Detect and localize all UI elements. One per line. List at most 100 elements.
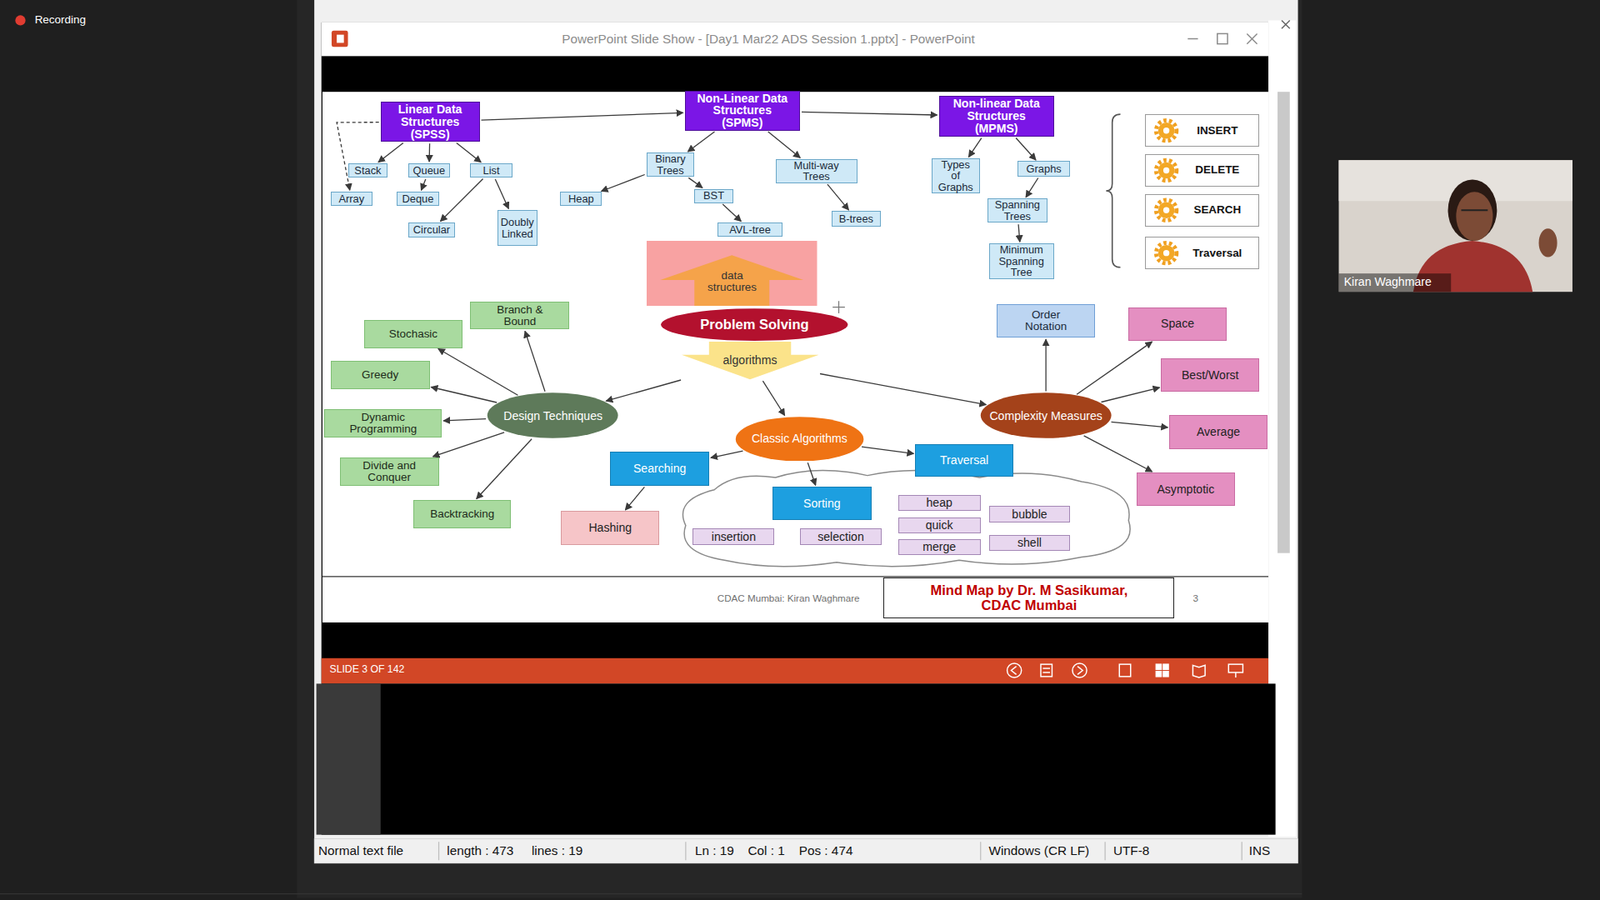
slideshow-icons bbox=[1077, 666, 1083, 675]
slideshow-icons bbox=[1040, 664, 1052, 677]
participant-name: Kiran Waghmare bbox=[1344, 275, 1432, 289]
node-text: Complexity Measures bbox=[989, 410, 1102, 423]
gear-icon bbox=[1155, 200, 1176, 220]
text-block: Mind Map by Dr. M Sasikumar, CDAC Mumbai bbox=[909, 583, 1150, 613]
webcam-feed bbox=[1455, 191, 1493, 241]
window-frames bbox=[321, 22, 1269, 684]
mouse-cursor bbox=[838, 300, 840, 314]
connector-arrow bbox=[820, 374, 986, 405]
gear-icon bbox=[1155, 160, 1176, 180]
central-ellipse: Problem Solving bbox=[660, 308, 850, 341]
text-block: Backtracking bbox=[430, 508, 495, 520]
text-block: Traversal bbox=[1192, 247, 1242, 260]
node-text: Traversal bbox=[940, 454, 989, 467]
webcam-feed bbox=[1339, 273, 1452, 292]
webcam-feed bbox=[1460, 209, 1488, 211]
connector-arrow bbox=[443, 419, 486, 421]
connector-arrow bbox=[605, 380, 681, 401]
gear-icon bbox=[1155, 120, 1176, 263]
central-ellipse-shape bbox=[660, 308, 848, 341]
node-text: Traversal bbox=[1192, 247, 1242, 260]
slideshow-icons bbox=[1155, 664, 1161, 670]
sort-box: merge bbox=[898, 539, 981, 556]
structure-box: BST bbox=[694, 189, 735, 204]
text-block: Dynamic Programming bbox=[345, 411, 422, 435]
connector-arrow bbox=[495, 179, 509, 210]
window-frames bbox=[0, 0, 1302, 899]
operation-bracket bbox=[1105, 114, 1120, 268]
window-frames bbox=[1277, 91, 1290, 553]
window-controls bbox=[336, 35, 345, 44]
status-field: Col : 1 bbox=[748, 844, 785, 859]
sort-box: bubble bbox=[989, 505, 1071, 523]
node-text: Doubly Linked bbox=[498, 216, 537, 240]
connector-arrow bbox=[440, 179, 484, 222]
webcam-feed bbox=[1448, 180, 1498, 241]
structure-box: Array bbox=[330, 191, 373, 206]
slideshow-icons bbox=[1163, 664, 1169, 670]
text-block: Heap bbox=[568, 193, 595, 205]
recording-dot bbox=[15, 15, 25, 25]
technique-box: Stochasic bbox=[364, 320, 463, 348]
structure-box: Queue bbox=[408, 163, 450, 178]
connector-arrow bbox=[1084, 435, 1153, 472]
connector-arrow bbox=[378, 142, 404, 162]
gear-icon bbox=[1158, 122, 1175, 140]
status-separators bbox=[685, 841, 686, 860]
text-block: Stack bbox=[354, 165, 381, 177]
window-frames bbox=[322, 91, 1269, 623]
structure-box: List bbox=[470, 163, 512, 178]
window-controls bbox=[1217, 33, 1228, 44]
slide-counter: SLIDE 3 OF 142 bbox=[330, 665, 405, 676]
structure-category-box: Linear Data Structures (SPSS) bbox=[380, 101, 480, 142]
text-block: Minimum Spanning Tree bbox=[995, 244, 1047, 279]
sorting-cloud bbox=[682, 470, 1130, 566]
sort-box: heap bbox=[898, 495, 981, 512]
hub-ellipse-shape bbox=[980, 393, 1112, 440]
status-field: Windows (CR LF) bbox=[989, 844, 1090, 859]
measure-box: Best/Worst bbox=[1160, 358, 1260, 392]
text-block: Sorting bbox=[803, 497, 841, 510]
node-text: Mind Map by Dr. M Sasikumar, CDAC Mumbai bbox=[909, 583, 1150, 613]
window-frames bbox=[314, 0, 1298, 864]
window-title: PowerPoint Slide Show - [Day1 Mar22 ADS … bbox=[561, 31, 975, 46]
connector-arrow bbox=[968, 138, 981, 158]
slideshow-icons bbox=[1235, 672, 1236, 678]
measure-box: Asymptotic bbox=[1136, 472, 1235, 506]
algorithm-box: Hashing bbox=[560, 510, 660, 545]
text-block: Stochasic bbox=[389, 328, 438, 340]
window-controls bbox=[1246, 33, 1257, 44]
hub-ellipse-shape bbox=[735, 416, 865, 461]
node-text: Array bbox=[338, 193, 365, 205]
text-block: Order Notation bbox=[1017, 309, 1074, 333]
status-field: Pos : 474 bbox=[799, 844, 854, 859]
slideshow-icons bbox=[1163, 671, 1169, 677]
connector-arrow bbox=[601, 175, 645, 192]
text-block: Greedy bbox=[361, 369, 399, 381]
algorithm-box: Searching bbox=[610, 451, 710, 485]
text-block: Graphs bbox=[1026, 163, 1062, 175]
window-controls bbox=[1187, 38, 1198, 40]
node-text: Heap bbox=[568, 193, 595, 205]
node-text: insertion bbox=[711, 530, 756, 544]
text-block: Traversal bbox=[940, 454, 989, 467]
window-controls bbox=[331, 30, 349, 48]
credit-box: Mind Map by Dr. M Sasikumar, CDAC Mumbai bbox=[883, 577, 1175, 619]
node-text: heap bbox=[925, 496, 952, 510]
node-text: Deque bbox=[401, 193, 434, 205]
text-block: shell bbox=[1017, 536, 1042, 550]
slide-footer: CDAC Mumbai: Kiran Waghmare bbox=[717, 592, 860, 604]
node-text: DELETE bbox=[1195, 164, 1240, 176]
slideshow-icons bbox=[1042, 671, 1050, 673]
node-text: SEARCH bbox=[1193, 204, 1241, 216]
structure-box: Stack bbox=[348, 163, 389, 178]
text-block: quick bbox=[925, 519, 954, 532]
connector-arrow bbox=[1015, 138, 1036, 161]
node-text: Minimum Spanning Tree bbox=[995, 244, 1047, 279]
technique-box: Branch & Bound bbox=[470, 301, 570, 330]
status-field: lines : 19 bbox=[531, 844, 583, 859]
hub-ellipse: Design Techniques bbox=[486, 392, 619, 439]
slideshow-icons bbox=[1192, 665, 1205, 678]
